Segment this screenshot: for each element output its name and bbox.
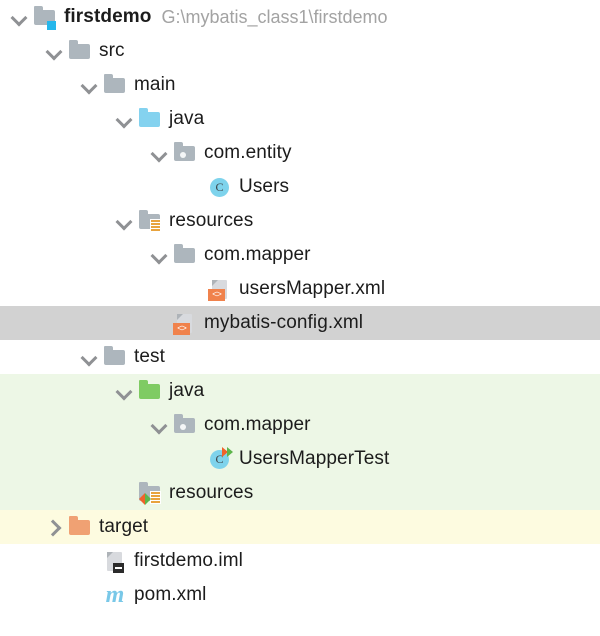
test-resources-folder-icon: [137, 480, 163, 506]
indent-spacer: [0, 17, 8, 18]
tree-row-label: src: [99, 40, 125, 61]
tree-row-main[interactable]: main: [0, 68, 600, 102]
indent-spacer: [0, 595, 78, 596]
tree-row-firstdemo-iml[interactable]: firstdemo.iml: [0, 544, 600, 578]
indent-spacer: [0, 391, 113, 392]
tree-row-label: resources: [169, 482, 254, 503]
chevron-right-icon[interactable]: [43, 516, 65, 538]
indent-spacer: [0, 119, 113, 120]
indent-spacer: [0, 153, 148, 154]
chevron-placeholder: [148, 312, 170, 334]
chevron-placeholder: [78, 550, 100, 572]
tree-row-test[interactable]: test: [0, 340, 600, 374]
tree-row-label: com.entity: [204, 142, 292, 163]
chevron-placeholder: [183, 176, 205, 198]
tree-row-label: mybatis-config.xml: [204, 312, 364, 333]
xml-file-icon: <>: [207, 276, 233, 302]
tree-row-label: Users: [239, 176, 290, 197]
indent-spacer: [0, 323, 148, 324]
tree-row-label: com.mapper: [204, 244, 311, 265]
excluded-folder-icon: [67, 514, 93, 540]
chevron-down-icon[interactable]: [78, 74, 100, 96]
package-icon: [172, 412, 198, 438]
folder-icon: [102, 72, 128, 98]
tree-row-label: pom.xml: [134, 584, 207, 605]
indent-spacer: [0, 289, 183, 290]
tree-row-label: com.mapper: [204, 414, 311, 435]
indent-spacer: [0, 425, 148, 426]
folder-icon: [172, 242, 198, 268]
tree-row-usersmapper-xml[interactable]: <> usersMapper.xml: [0, 272, 600, 306]
chevron-placeholder: [183, 448, 205, 470]
indent-spacer: [0, 221, 113, 222]
chevron-down-icon[interactable]: [148, 142, 170, 164]
tree-row-label: firstdemo: [64, 6, 152, 27]
tree-row-main-resources[interactable]: resources: [0, 204, 600, 238]
chevron-down-icon[interactable]: [78, 346, 100, 368]
chevron-down-icon[interactable]: [43, 40, 65, 62]
tree-row-users[interactable]: C Users: [0, 170, 600, 204]
folder-icon: [67, 38, 93, 64]
indent-spacer: [0, 493, 113, 494]
tree-row-main-java[interactable]: java: [0, 102, 600, 136]
indent-spacer: [0, 255, 148, 256]
source-folder-icon: [137, 106, 163, 132]
chevron-down-icon[interactable]: [113, 108, 135, 130]
chevron-placeholder: [78, 584, 100, 606]
chevron-down-icon[interactable]: [113, 380, 135, 402]
tree-row-usersmappertest[interactable]: C UsersMapperTest: [0, 442, 600, 476]
project-path-label: G:\mybatis_class1\firstdemo: [161, 6, 388, 27]
indent-spacer: [0, 51, 43, 52]
tree-row-label: java: [169, 108, 205, 129]
java-test-class-icon: C: [207, 446, 233, 472]
java-class-icon: C: [207, 174, 233, 200]
tree-row-label: resources: [169, 210, 254, 231]
tree-row-firstdemo[interactable]: firstdemo G:\mybatis_class1\firstdemo: [0, 0, 600, 34]
tree-row-src[interactable]: src: [0, 34, 600, 68]
xml-file-icon: <>: [172, 310, 198, 336]
tree-row-target[interactable]: target: [0, 510, 600, 544]
tree-row-label: UsersMapperTest: [239, 448, 390, 469]
module-folder-icon: [32, 4, 58, 30]
tree-row-label: firstdemo.iml: [134, 550, 243, 571]
indent-spacer: [0, 85, 78, 86]
tree-row-test-java[interactable]: java: [0, 374, 600, 408]
chevron-down-icon[interactable]: [113, 210, 135, 232]
maven-pom-icon: m: [105, 582, 125, 608]
chevron-placeholder: [183, 278, 205, 300]
indent-spacer: [0, 459, 183, 460]
tree-row-label: java: [169, 380, 205, 401]
indent-spacer: [0, 561, 78, 562]
indent-spacer: [0, 187, 183, 188]
chevron-down-icon[interactable]: [148, 414, 170, 436]
tree-row-label: test: [134, 346, 166, 367]
indent-spacer: [0, 357, 78, 358]
indent-spacer: [0, 527, 43, 528]
tree-row-test-com-mapper[interactable]: com.mapper: [0, 408, 600, 442]
tree-row-label: usersMapper.xml: [239, 278, 386, 299]
tree-row-label: main: [134, 74, 176, 95]
tree-row-mybatis-config-xml[interactable]: <> mybatis-config.xml: [0, 306, 600, 340]
chevron-down-icon[interactable]: [8, 6, 30, 28]
tree-row-pom-xml[interactable]: m pom.xml: [0, 578, 600, 612]
iml-file-icon: [102, 548, 128, 574]
test-source-folder-icon: [137, 378, 163, 404]
tree-row-test-resources[interactable]: resources: [0, 476, 600, 510]
chevron-placeholder: [113, 482, 135, 504]
package-icon: [172, 140, 198, 166]
tree-row-main-com-mapper[interactable]: com.mapper: [0, 238, 600, 272]
chevron-down-icon[interactable]: [148, 244, 170, 266]
tree-row-label: target: [99, 516, 149, 537]
folder-icon: [102, 344, 128, 370]
resources-folder-icon: [137, 208, 163, 234]
tree-row-com-entity[interactable]: com.entity: [0, 136, 600, 170]
